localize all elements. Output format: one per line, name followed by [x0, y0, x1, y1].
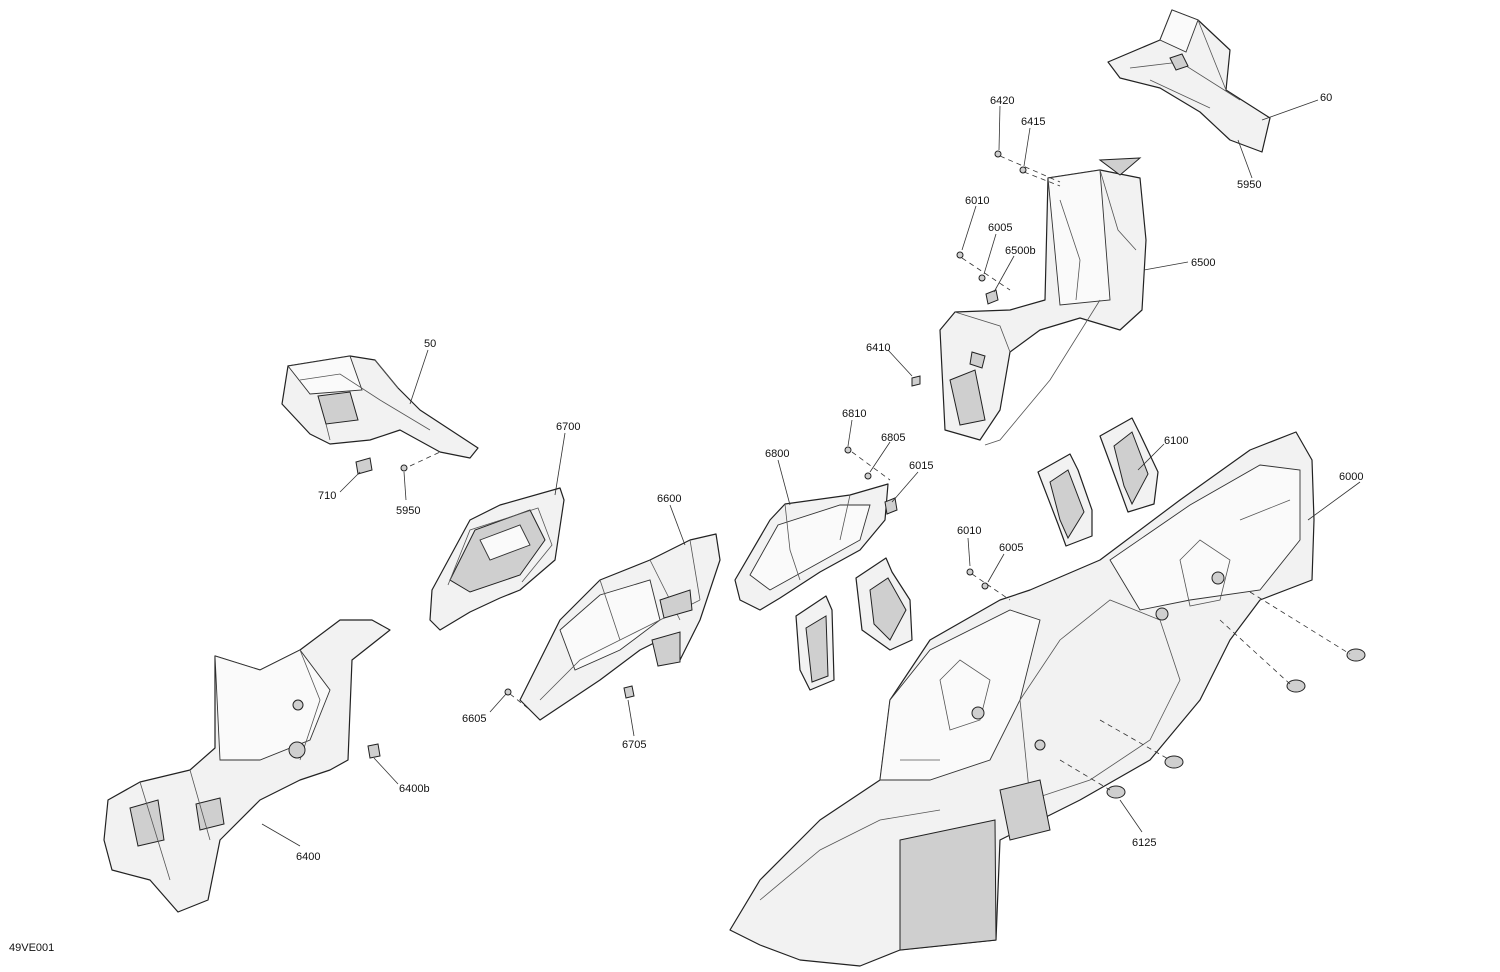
- fasteners: [355, 150, 1366, 799]
- label-6500b: 6500b: [1005, 245, 1036, 257]
- label-6605: 6605: [462, 713, 486, 725]
- label-6000: 6000: [1339, 471, 1363, 483]
- part-6500: [939, 157, 1147, 446]
- label-6705: 6705: [622, 739, 646, 751]
- label-5950-top: 5950: [1237, 179, 1261, 191]
- part-6600: [519, 533, 721, 721]
- label-6415: 6415: [1021, 116, 1045, 128]
- label-6400b: 6400b: [399, 783, 430, 795]
- label-6810: 6810: [842, 408, 866, 420]
- diagram-code: 49VE001: [9, 942, 54, 954]
- part-6400: [103, 619, 391, 913]
- label-6500: 6500: [1191, 257, 1215, 269]
- part-6100: [1037, 417, 1159, 547]
- assembly-lines: [409, 155, 1351, 791]
- part-6700: [429, 487, 565, 631]
- callout-labels: 60 5950 6420 6415 6010 6005 6500b 6500 6…: [296, 92, 1363, 863]
- label-6125: 6125: [1132, 837, 1156, 849]
- label-6700: 6700: [556, 421, 580, 433]
- label-6100: 6100: [1164, 435, 1188, 447]
- label-6010-top: 6010: [965, 195, 989, 207]
- label-6010-bot: 6010: [957, 525, 981, 537]
- label-6015: 6015: [909, 460, 933, 472]
- part-6000: [729, 431, 1315, 967]
- label-6600: 6600: [657, 493, 681, 505]
- label-6400: 6400: [296, 851, 320, 863]
- label-6005-bot: 6005: [999, 542, 1023, 554]
- label-6410: 6410: [866, 342, 890, 354]
- label-710: 710: [318, 490, 336, 502]
- part-50: [281, 355, 479, 459]
- label-60: 60: [1320, 92, 1332, 104]
- label-50: 50: [424, 338, 436, 350]
- label-5950-mid: 5950: [396, 505, 420, 517]
- label-6420: 6420: [990, 95, 1014, 107]
- part-60: [1107, 9, 1271, 153]
- label-6800: 6800: [765, 448, 789, 460]
- label-6805: 6805: [881, 432, 905, 444]
- part-6800: [734, 483, 889, 611]
- leader-lines: [261, 99, 1361, 847]
- bracket-pair-left: [795, 557, 913, 691]
- label-6005-top: 6005: [988, 222, 1012, 234]
